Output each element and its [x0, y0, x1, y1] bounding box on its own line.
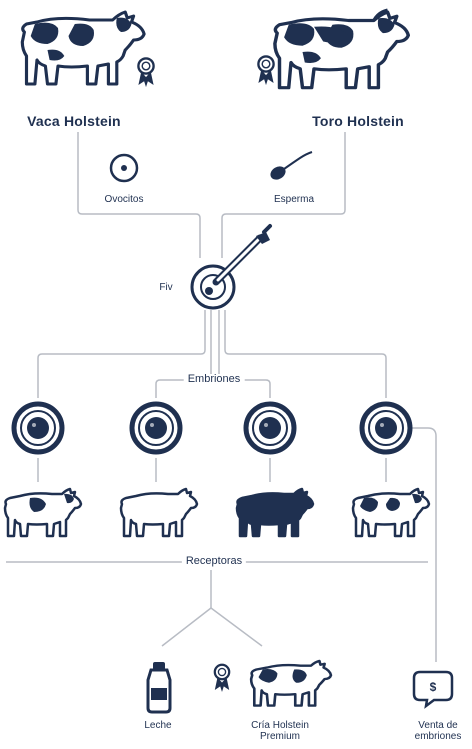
holstein-bull-icon [273, 8, 411, 90]
bull-label: Toro Holstein [312, 113, 404, 129]
fiv-label: Fiv [159, 282, 173, 293]
sale-tag-icon: $ [412, 670, 454, 709]
milk-bottle-icon [146, 662, 172, 714]
sperm-label: Esperma [273, 194, 315, 205]
sperm-icon [270, 151, 313, 180]
petri-dish-pipette-icon [190, 224, 272, 310]
sale-label-line1: Venta de [418, 720, 458, 731]
embryos-label: Embriones [183, 374, 245, 385]
award-ribbon-icon-cow [137, 57, 155, 89]
embryo-icon-3 [246, 404, 294, 452]
recipient-cow-icon-4 [351, 487, 431, 538]
premium-calf-label-line1: Cría Holstein [251, 720, 309, 731]
recipient-cow-icon-1 [3, 487, 83, 538]
embryo-icon-2 [132, 404, 180, 452]
embryo-icon-1 [14, 404, 62, 452]
sale-label-line2: embriones [414, 731, 462, 742]
premium-calf-icon [213, 659, 333, 707]
connector-lines [6, 132, 437, 662]
premium-calf-label: Cría Holstein Premium [251, 720, 309, 742]
recipient-cow-icon-3 [235, 487, 315, 538]
premium-calf-label-line2: Premium [259, 731, 300, 742]
milk-label: Leche [144, 720, 172, 731]
cow-label: Vaca Holstein [27, 113, 121, 129]
recipients-label: Receptoras [181, 556, 247, 567]
oocyte-icon [109, 153, 139, 183]
award-ribbon-icon-bull [257, 55, 275, 87]
svg-text:$: $ [430, 680, 437, 694]
oocyte-label: Ovocitos [104, 194, 144, 205]
embryo-icon-4 [362, 404, 410, 452]
recipient-cow-icon-2 [119, 487, 199, 538]
holstein-cow-icon [20, 10, 146, 86]
sale-label: Venta de embriones [415, 720, 462, 742]
